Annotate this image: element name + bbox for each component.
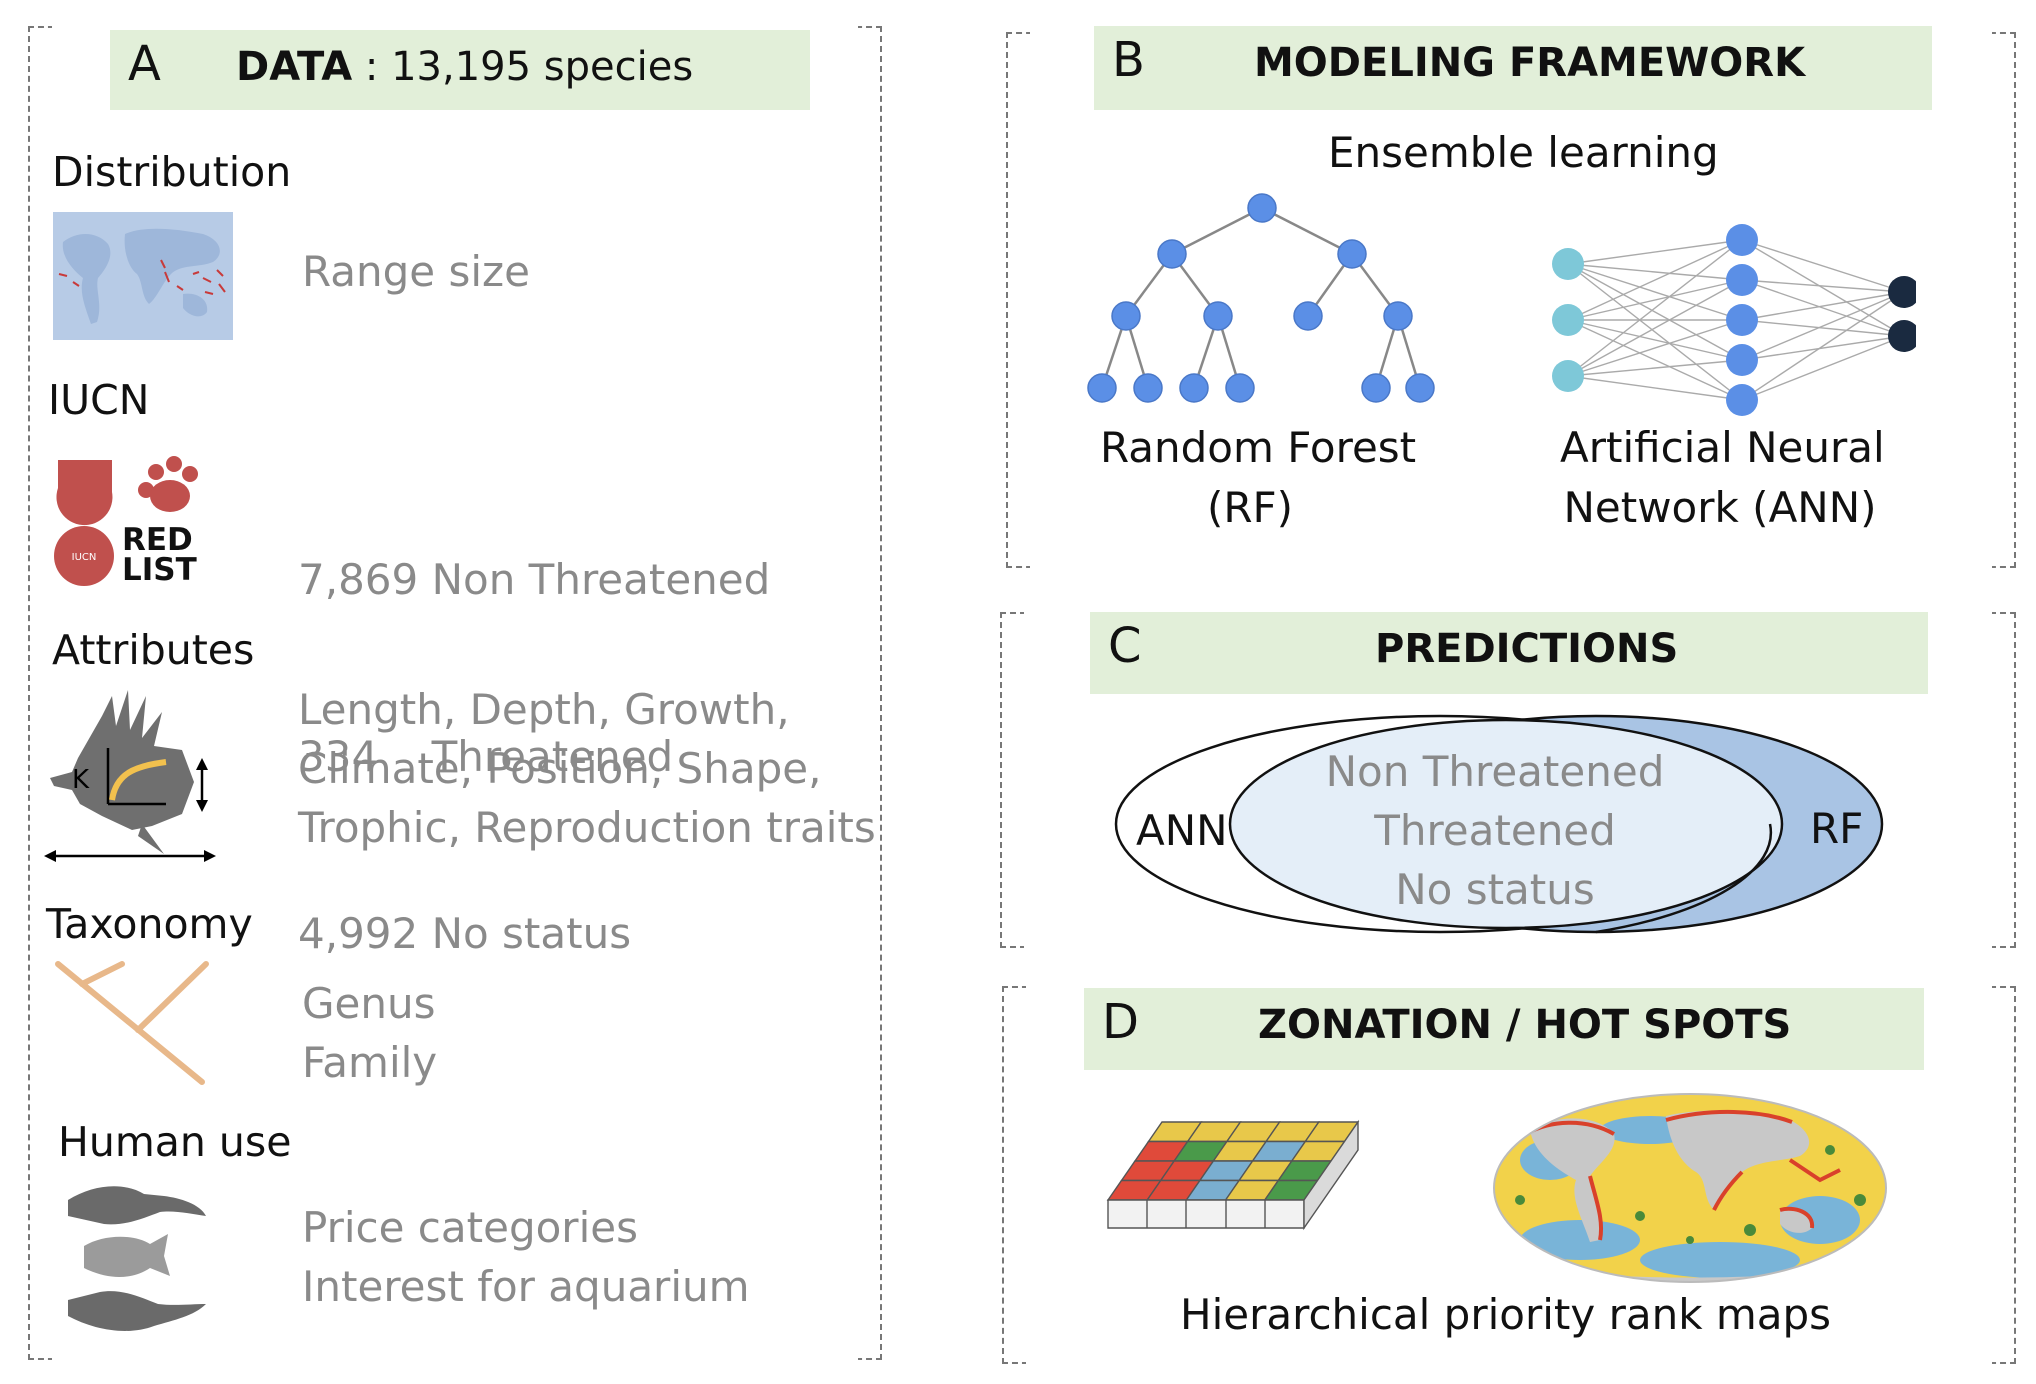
taxonomy-tree-icon: [55, 961, 209, 1085]
panel-a-frame: [28, 24, 882, 1362]
overlap-ellipse: [1228, 718, 1784, 930]
ann-output-node: [1888, 276, 1916, 308]
ann-edge: [1741, 335, 1905, 401]
red-text: RED: [122, 522, 193, 558]
ann-hidden-node: [1726, 224, 1758, 256]
ann-edge: [1741, 291, 1905, 361]
ann-edge: [1567, 319, 1743, 377]
iucn-badge-text: IUCN: [72, 552, 97, 563]
taxonomy-text: Genus Family: [302, 979, 438, 1087]
ann-edge: [1567, 375, 1743, 401]
ann-edge: [1741, 239, 1905, 337]
ann-edge: [1567, 279, 1743, 321]
ann-input-node: [1552, 304, 1584, 336]
ann-hidden-node: [1726, 304, 1758, 336]
world-map-icon: [53, 212, 233, 340]
panel-a-header: A DATA : 13,195 species: [110, 30, 810, 110]
ann-edge: [1567, 239, 1743, 265]
ann-edge: [1567, 239, 1743, 321]
ann-edge: [1741, 319, 1905, 337]
list-text: LIST: [122, 552, 197, 588]
ann-edge: [1741, 291, 1905, 321]
fish-traits-icon: K: [44, 690, 216, 862]
ann-edge: [1741, 279, 1905, 293]
panel-d-letter: D: [1102, 994, 1139, 1050]
ann-edge: [1741, 279, 1905, 337]
panel-a-title: DATA : 13,195 species: [236, 44, 694, 90]
ann-hidden-node: [1726, 384, 1758, 416]
ann-edge: [1567, 263, 1743, 361]
non-threatened-count: 7,869 Non Threatened: [298, 555, 771, 604]
panel-d-title: ZONATION / HOT SPOTS: [1258, 1002, 1792, 1048]
ann-edge: [1567, 239, 1743, 377]
random-forest-diagram: [1087, 193, 1435, 403]
panel-c-title: PREDICTIONS: [1375, 626, 1679, 672]
ann-edge: [1567, 319, 1743, 401]
venn-center-text: Non Threatened Threatened No status: [1325, 747, 1665, 914]
random-forest-label: Random Forest (RF): [1100, 423, 1417, 532]
human-use-text: Price categories Interest for aquarium: [302, 1203, 750, 1311]
ann-edge: [1567, 263, 1743, 321]
ann-hidden-node: [1726, 264, 1758, 296]
ann-hidden-node: [1726, 344, 1758, 376]
zonation-caption: Hierarchical priority rank maps: [1180, 1290, 1832, 1339]
panel-b-header: B MODELING FRAMEWORK: [1094, 26, 1932, 110]
neural-network-diagram: [1552, 224, 1916, 416]
ann-edge: [1567, 263, 1743, 281]
priority-grid-icon: [1106, 1119, 1360, 1231]
panel-b-letter: B: [1112, 32, 1145, 88]
ann-edge: [1741, 335, 1905, 361]
venn-ann-label: ANN: [1136, 806, 1228, 855]
global-hotspot-map-icon: [1493, 1093, 1887, 1283]
threatened-count: 334 Threatened: [298, 732, 674, 781]
ann-edge: [1567, 263, 1743, 401]
ann-edge: [1567, 359, 1743, 377]
distribution-heading: Distribution: [52, 148, 292, 196]
ensemble-learning-label: Ensemble learning: [1328, 128, 1719, 177]
attributes-heading: Attributes: [52, 626, 255, 674]
ann-label: Artificial Neural Network (ANN): [1560, 423, 1885, 532]
ann-edge: [1567, 319, 1743, 361]
ann-edge: [1741, 239, 1905, 293]
venn-diagram: [1114, 714, 1884, 934]
ann-output-node: [1888, 320, 1916, 352]
attributes-text: Length, Depth, Growth, Climate, Position…: [298, 685, 876, 852]
panel-d-frame: [1002, 984, 2016, 1366]
panel-b-title: MODELING FRAMEWORK: [1254, 40, 1806, 86]
panel-d-header: D ZONATION / HOT SPOTS: [1084, 988, 1924, 1070]
hands-fish-icon: [68, 1186, 206, 1331]
ann-edge: [1741, 291, 1905, 401]
panel-c-letter: C: [1108, 618, 1142, 674]
ann-input-node: [1552, 360, 1584, 392]
panel-a-letter: A: [128, 36, 161, 92]
venn-rf-label: RF: [1810, 804, 1864, 853]
iucn-heading: IUCN: [48, 376, 150, 424]
human-use-heading: Human use: [58, 1118, 292, 1166]
iucn-text: 7,869 Non Threatened 334 Threatened 4,99…: [298, 432, 770, 1081]
iucn-red-list-logo: IUCN RED LIST: [54, 456, 198, 588]
panel-c-header: C PREDICTIONS: [1090, 612, 1928, 694]
no-status-count: 4,992 No status: [298, 909, 632, 958]
taxonomy-heading: Taxonomy: [46, 900, 253, 948]
ann-edge: [1567, 279, 1743, 377]
distribution-text: Range size: [302, 247, 530, 296]
ann-input-node: [1552, 248, 1584, 280]
growth-k-label: K: [72, 765, 90, 795]
